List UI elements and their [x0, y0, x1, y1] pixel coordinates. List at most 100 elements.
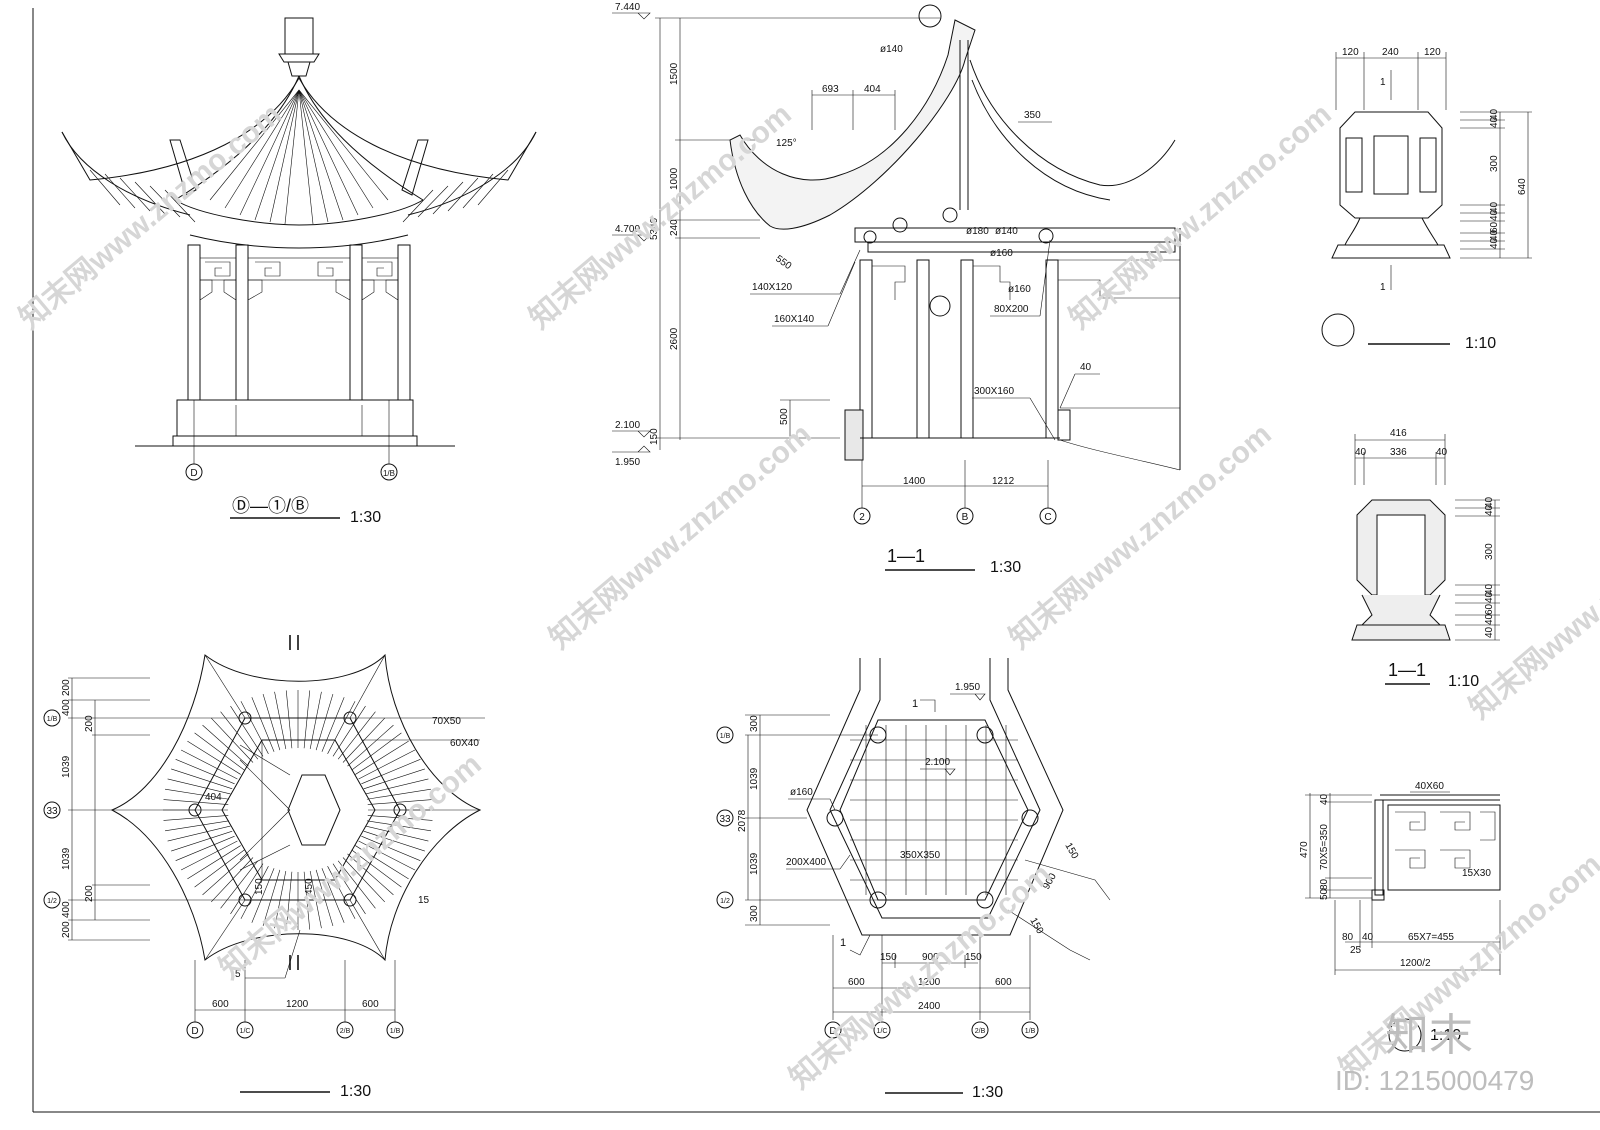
fp-bdim-900: 900	[922, 952, 939, 963]
rp-baxis-1b: 1/B	[390, 1028, 401, 1035]
finial-cut-bottom: 1	[1380, 282, 1386, 293]
roof-tile-line	[366, 788, 431, 800]
roof-tile-line	[332, 705, 366, 757]
roof-tile-line	[366, 820, 431, 832]
fsec-dim-40b: 40	[1436, 447, 1448, 458]
top-dim-404: 404	[864, 84, 881, 95]
finial-cut-top: 1	[1380, 77, 1386, 88]
fsec-scale: 1:10	[1448, 673, 1479, 690]
top-dim-693: 693	[822, 84, 839, 95]
railing-bdim-455: 65X7=455	[1408, 932, 1454, 943]
finial-section-detail: 416 40 336 40 40 40 300 40 40 60 40 40 1…	[1351, 428, 1500, 690]
fp-bdim-2400: 2400	[918, 1001, 941, 1012]
roof-tile-line	[202, 724, 249, 767]
roof-tile-line	[251, 868, 275, 923]
rp-label-404: 404	[205, 792, 222, 803]
fp-axis-12: 1/2	[720, 898, 730, 905]
finial-detail: 120 240 120 1 1 40 40 300 40 40 60 40 40…	[1321, 47, 1532, 352]
fp-baxis-2b: 2/B	[975, 1028, 986, 1035]
rp-ldim-1039a: 1039	[61, 755, 72, 778]
fp-ldim-1039a: 1039	[749, 767, 760, 790]
railing-bdim-600: 1200/2	[1400, 958, 1431, 969]
member-140x120: 140X120	[752, 282, 792, 293]
level-4700: 4.700	[615, 224, 640, 235]
roof-tile-line	[285, 690, 293, 749]
roof-tile-line	[303, 871, 311, 930]
roof-tile-line	[285, 871, 293, 930]
roof-tile-line	[342, 857, 385, 903]
fp-section-mark-bottom: 1	[840, 937, 846, 949]
fsec-dim-40a: 40	[1355, 447, 1367, 458]
roof-tile-line	[220, 711, 259, 760]
rp-baxis-2b: 2/B	[340, 1028, 351, 1035]
rp-bdim-600a: 600	[212, 999, 229, 1010]
fsec-title: 1—1	[1388, 660, 1426, 680]
fp-bdim-150a: 150	[880, 952, 897, 963]
rp-label-70x50: 70X50	[432, 716, 461, 727]
roof-tile-line	[315, 694, 334, 751]
rp-label-450: 450	[304, 878, 315, 895]
member-d160-a: ø160	[990, 248, 1013, 259]
elevation-scale: 1:30	[350, 509, 381, 526]
roof-tile-line	[167, 778, 231, 795]
finial-dim-240: 240	[1382, 47, 1399, 58]
fp-scale: 1:30	[972, 1084, 1003, 1101]
roof-tile-line	[175, 835, 235, 861]
roof-tile-line	[303, 690, 311, 749]
level-7440: 7.440	[615, 2, 640, 13]
railing-bdim-40: 40	[1362, 932, 1374, 943]
rp-ldim-400b: 400	[61, 901, 72, 918]
member-550: 550	[773, 253, 793, 272]
finial-rdim-40f: 40	[1489, 237, 1500, 249]
roof-tile-line	[309, 870, 322, 929]
fp-label-200x400: 200X400	[786, 857, 826, 868]
section-dim-1400: 1400	[903, 476, 926, 487]
finial-scale: 1:10	[1465, 335, 1496, 352]
roof-tile-line	[351, 849, 402, 888]
fsec-rdim-40b: 40	[1484, 504, 1495, 516]
roof-tile-line	[251, 697, 275, 752]
finial-dim-120b: 120	[1424, 47, 1441, 58]
fp-label-d160: ø160	[790, 787, 813, 798]
section-view: 7.440 4.700 2.100 1.950 1500 1000 240 53…	[612, 2, 1181, 576]
vdim-150: 150	[649, 428, 660, 445]
roof-tile-line	[194, 732, 245, 771]
fp-level-2100: 2.100	[925, 757, 950, 768]
rp-label-5: 5	[235, 969, 241, 980]
railing-detail: 40X60 40 470 70X5=350 80 50 15X30 80 40 …	[1299, 781, 1501, 1052]
roof-tile-line	[367, 799, 433, 805]
member-d180: ø180	[966, 226, 989, 237]
section-scale: 1:30	[990, 559, 1021, 576]
roof-tile-line	[358, 840, 416, 871]
rp-label-150: 150	[254, 878, 265, 895]
rp-ldim-200a: 200	[61, 679, 72, 696]
finial-dim-120a: 120	[1342, 47, 1359, 58]
rp-baxis-1c: 1/C	[240, 1028, 251, 1035]
watermark-id: ID: 1215000479	[1335, 1065, 1534, 1096]
finial-rdim-40b: 40	[1489, 116, 1500, 128]
fp-level-1950: 1.950	[955, 682, 980, 693]
section-axis-b: B	[962, 512, 969, 523]
fp-ldim-2078: 2078	[737, 809, 748, 832]
roof-tile-line	[211, 857, 254, 903]
vdim-240: 240	[669, 219, 680, 236]
fp-baxis-1c: 1/C	[877, 1028, 888, 1035]
member-80x200: 80X200	[994, 304, 1029, 315]
railing-bdim-80: 80	[1342, 932, 1354, 943]
roof-tile-line	[211, 717, 254, 763]
fp-section-mark-top: 1	[912, 698, 918, 710]
roof-tile-line	[332, 863, 366, 915]
railing-ldim-80: 80	[1319, 878, 1330, 890]
rp-bdim-1200: 1200	[286, 999, 309, 1010]
fp-bdim-600b: 600	[995, 977, 1012, 988]
section-dim-1212: 1212	[992, 476, 1015, 487]
rp-axis-1b: 1/B	[47, 716, 58, 723]
fp-axis-33: 33	[719, 814, 731, 825]
roof-tile-line	[355, 740, 409, 775]
roof-tile-line	[363, 830, 425, 852]
roof-tile-line	[327, 866, 356, 919]
roof-tile-line	[240, 701, 269, 754]
roof-tile-line	[365, 778, 429, 795]
elevation-axis-left: D	[190, 468, 197, 479]
